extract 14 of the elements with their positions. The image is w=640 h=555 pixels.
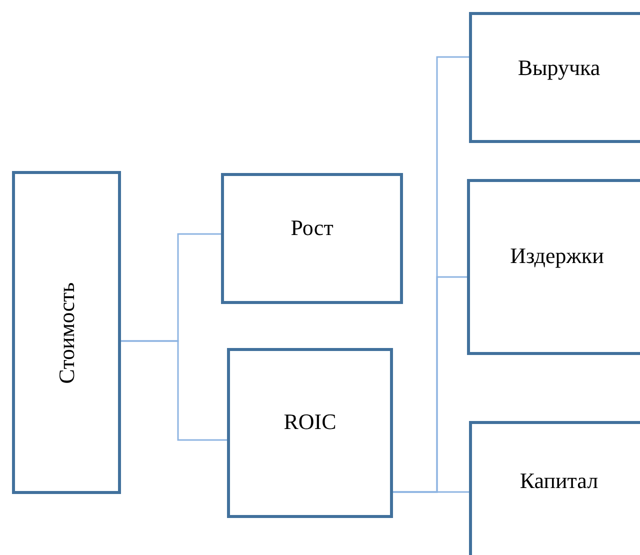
box-label: Капитал bbox=[520, 468, 598, 494]
process-box bbox=[467, 179, 640, 355]
process-box bbox=[469, 421, 640, 555]
box-label: Рост bbox=[290, 215, 334, 241]
process-box bbox=[221, 173, 403, 304]
process-box bbox=[469, 12, 640, 143]
process-box bbox=[12, 171, 121, 494]
box-label: Стоимость bbox=[54, 282, 80, 384]
connector-line bbox=[393, 491, 470, 493]
box-label: Издержки bbox=[510, 243, 604, 269]
process-box bbox=[227, 348, 393, 518]
connector-line bbox=[120, 340, 228, 441]
box-label: Выручка bbox=[518, 55, 600, 81]
box-label: ROIC bbox=[284, 409, 336, 435]
